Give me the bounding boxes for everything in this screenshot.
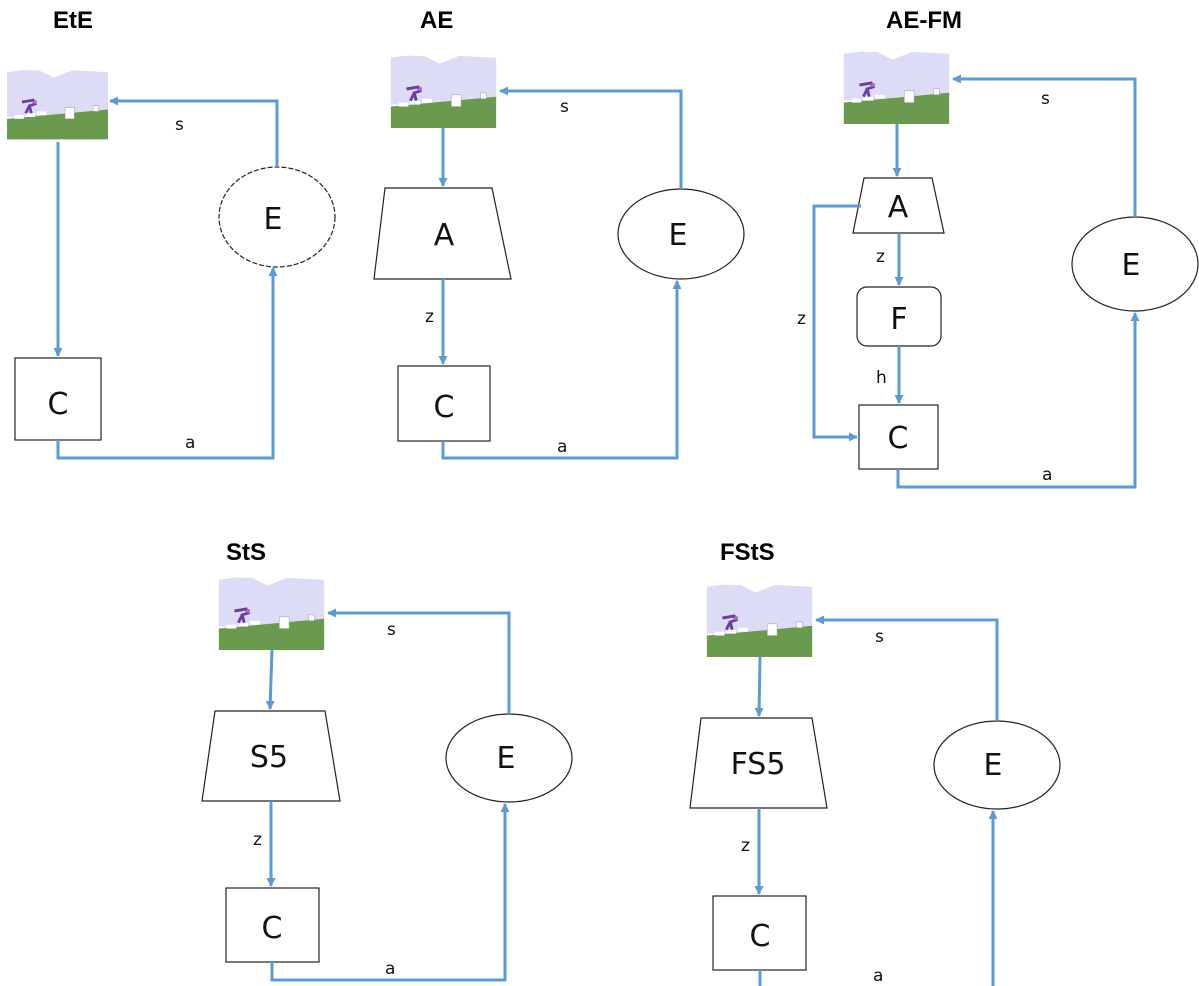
environment-frame-icon: [217, 572, 326, 650]
edge-label-a: a: [1042, 465, 1052, 485]
controller-label: C: [262, 911, 283, 946]
controller-node: [397, 365, 491, 442]
arrow-frame-to-encoder: [754, 656, 764, 717]
encoder-node: [689, 717, 828, 809]
panel-ae: AE A C E s z a: [373, 7, 745, 460]
panel-ae-fm: AE-FM A F C E s z z h a: [797, 7, 1199, 489]
controller-label: C: [750, 919, 771, 954]
edge-label-a: a: [557, 437, 567, 457]
controller-label: C: [48, 387, 69, 422]
edge-label-a: a: [873, 966, 883, 986]
arrow-action: [896, 312, 1140, 489]
encoder-label: A: [888, 190, 909, 225]
controller-label: C: [888, 421, 909, 456]
arrow-state: [109, 96, 279, 167]
encoder-node: [852, 177, 945, 234]
edge-label-z: z: [741, 836, 750, 856]
panel-title: AE-FM: [886, 7, 962, 34]
panel-ete: EtE C E s a: [7, 7, 336, 460]
arrow-state: [327, 608, 511, 714]
environment-label: E: [1122, 248, 1141, 283]
arrow-state: [952, 74, 1137, 217]
panel-sts: StS S5 C E s z a: [201, 539, 573, 982]
edge-label-h: h: [876, 368, 887, 388]
edge-label-s: s: [387, 620, 396, 640]
panel-title: AE: [420, 7, 453, 34]
edge-label-s: s: [1041, 89, 1050, 109]
arrow-latent-to-controller: [812, 204, 861, 442]
edge-label-z: z: [876, 247, 885, 267]
arrow-action: [56, 267, 278, 460]
edge-label-z: z: [797, 309, 806, 329]
environment-label: E: [497, 741, 516, 776]
controller-node: [712, 895, 807, 971]
controller-node: [14, 357, 102, 441]
edge-label-s: s: [175, 115, 184, 135]
encoder-label: FS5: [731, 747, 786, 782]
edge-label-s: s: [875, 627, 884, 647]
encoder-label: A: [434, 218, 455, 253]
environment-label: E: [669, 218, 688, 253]
edge-label-a: a: [185, 433, 195, 453]
panel-title: StS: [226, 539, 266, 566]
edge-label-z: z: [253, 830, 262, 850]
arrow-state: [815, 615, 999, 721]
panel-fsts: FStS FS5 C E s z a: [689, 539, 1061, 986]
arrow-frame-to-encoder: [265, 649, 275, 710]
controller-node: [858, 404, 939, 470]
controller-node: [225, 887, 320, 963]
environment-frame-icon: [842, 46, 951, 124]
environment-label: E: [264, 202, 283, 237]
arrow-action: [441, 280, 682, 460]
environment-frame-icon: [705, 579, 814, 657]
forward-model-label: F: [890, 302, 907, 337]
environment-label: E: [984, 748, 1003, 783]
arrow-state: [499, 86, 683, 189]
panel-title: EtE: [53, 7, 93, 34]
encoder-label: S5: [250, 740, 288, 775]
panel-title: FStS: [720, 539, 775, 566]
edge-label-s: s: [560, 97, 569, 117]
environment-frame-icon: [389, 50, 498, 128]
arrow-action: [270, 803, 510, 982]
edge-label-a: a: [385, 959, 395, 979]
controller-label: C: [434, 390, 455, 425]
encoder-node: [201, 710, 341, 802]
encoder-node: [373, 187, 512, 280]
edge-label-z: z: [425, 307, 434, 327]
arrow-action: [758, 811, 993, 986]
environment-frame-icon: [7, 63, 108, 141]
